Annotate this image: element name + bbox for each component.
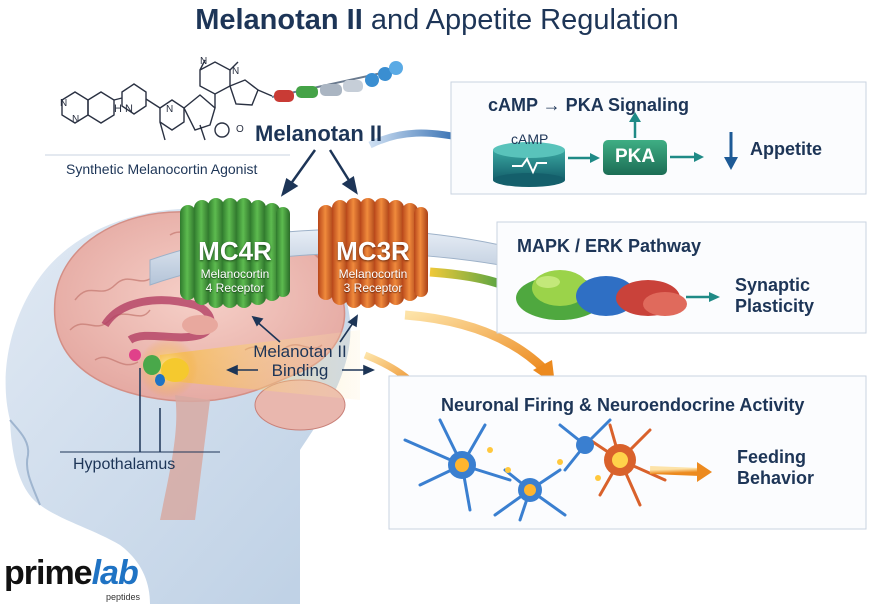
neuron-to-feeding-arrow bbox=[649, 466, 701, 476]
arrow-to-neuron-panel-upper bbox=[404, 310, 549, 374]
mc3r-receptor-shape bbox=[318, 198, 428, 308]
neuron-panel-title: Neuronal Firing & Neuroendocrine Activit… bbox=[441, 395, 805, 415]
svg-text:N: N bbox=[125, 103, 133, 115]
feeding-line1: Feeding bbox=[737, 447, 807, 467]
mc4r-name: MC4R bbox=[198, 236, 272, 266]
mc3r-label: MC3R Melanocortin 3 Receptor bbox=[318, 236, 428, 295]
title-bold: Melanotan II bbox=[195, 4, 363, 36]
binding-line2: Binding bbox=[271, 361, 329, 380]
camp-label: cAMP bbox=[511, 131, 549, 147]
mapk-panel-title: MAPK / ERK Pathway bbox=[517, 236, 702, 256]
mc3r-sub2: 3 Receptor bbox=[343, 281, 403, 295]
logo-subtext: peptides bbox=[106, 592, 141, 602]
molecule-to-receptor-arrows bbox=[280, 149, 358, 197]
mc4r-receptor-shape bbox=[180, 198, 290, 308]
appetite-down-arrow-icon bbox=[724, 132, 738, 170]
brand-logo: primelab bbox=[4, 554, 139, 592]
neuron-to-feeding-head bbox=[697, 462, 712, 482]
camp-panel-title: cAMP → PKA Signaling bbox=[488, 95, 690, 115]
pka-to-appetite-arrow bbox=[670, 152, 704, 162]
mapk-protein-complex bbox=[516, 270, 687, 320]
camp-to-pka-arrow bbox=[568, 153, 600, 163]
title-rest: and Appetite Regulation bbox=[362, 4, 679, 36]
page-title: Melanotan II and Appetite Regulation bbox=[0, 4, 874, 37]
feeding-label: Feeding Behavior bbox=[737, 447, 814, 489]
svg-text:N: N bbox=[232, 66, 239, 77]
mc4r-sub1: Melanocortin bbox=[200, 267, 270, 281]
neuron-network bbox=[403, 418, 667, 522]
plasticity-line1: Synaptic bbox=[735, 275, 811, 295]
molecule-name: Melanotan II bbox=[255, 121, 383, 146]
molecule-caption: Synthetic Melanocortin Agonist bbox=[66, 161, 258, 177]
mc4r-label: MC4R Melanocortin 4 Receptor bbox=[180, 236, 290, 295]
hypothalamus-label: Hypothalamus bbox=[73, 456, 176, 473]
svg-text:N: N bbox=[60, 98, 67, 109]
feeding-line2: Behavior bbox=[737, 468, 815, 488]
camp-cylinder bbox=[493, 142, 565, 187]
binding-arrows bbox=[226, 314, 375, 376]
molecule-structure: N N H N N N N O bbox=[60, 56, 273, 141]
plasticity-line2: Plasticity bbox=[735, 296, 815, 316]
binding-line1: Melanotan II bbox=[253, 342, 347, 361]
logo-part2: lab bbox=[91, 554, 139, 592]
pka-label: PKA bbox=[614, 146, 656, 167]
binding-label: Melanotan II Binding bbox=[240, 342, 360, 380]
mc4r-sub2: 4 Receptor bbox=[205, 281, 265, 295]
svg-text:N: N bbox=[200, 56, 207, 67]
svg-text:N: N bbox=[72, 114, 79, 125]
svg-text:O: O bbox=[236, 124, 244, 135]
plasticity-label: Synaptic Plasticity bbox=[735, 275, 814, 317]
appetite-label: Appetite bbox=[750, 139, 822, 159]
mapk-to-plasticity-arrow bbox=[686, 292, 720, 302]
pka-up-arrow bbox=[629, 112, 641, 138]
logo-part1: prime bbox=[4, 554, 93, 592]
pka-box bbox=[603, 140, 667, 175]
peptide-bead-chain bbox=[271, 61, 403, 102]
mc3r-sub1: Melanocortin bbox=[338, 267, 408, 281]
hypothalamus-highlight bbox=[129, 330, 360, 452]
mc3r-name: MC3R bbox=[336, 236, 410, 266]
svg-text:H: H bbox=[114, 103, 122, 115]
svg-text:N: N bbox=[166, 104, 173, 115]
